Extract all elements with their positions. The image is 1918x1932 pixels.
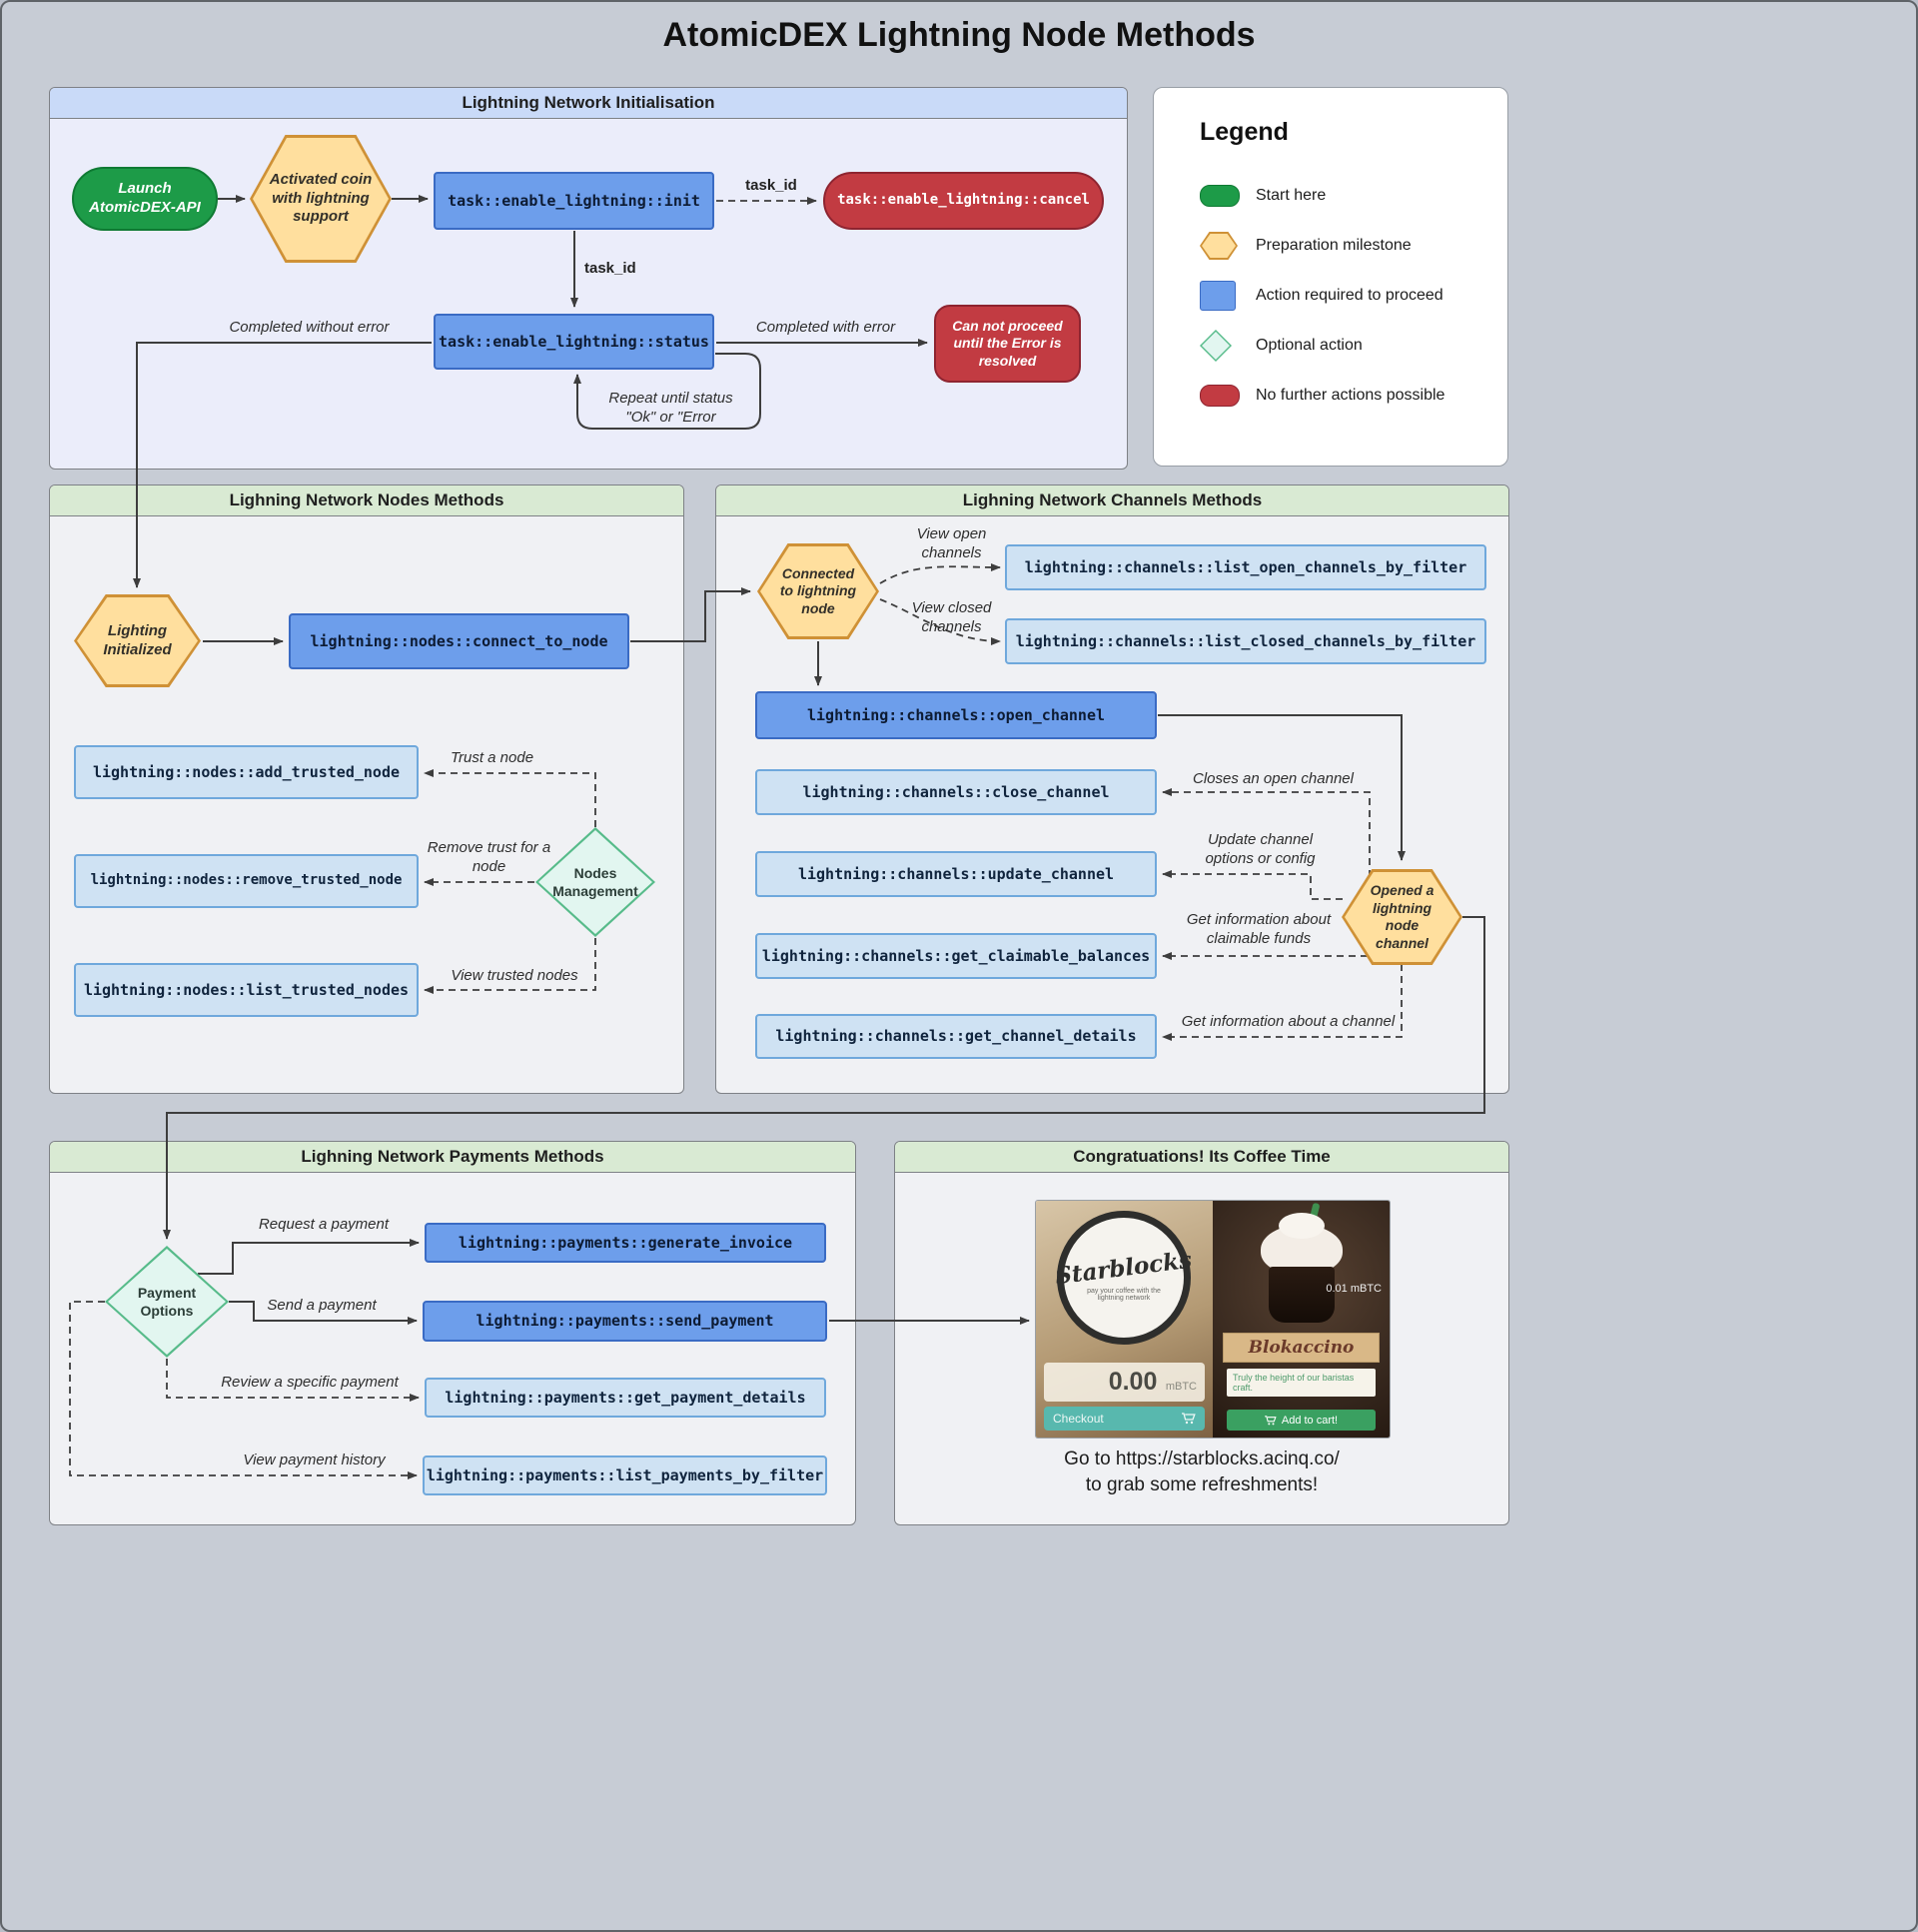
checkout-label: Checkout [1053, 1412, 1104, 1426]
node-remove-trusted-node: lightning::nodes::remove_trusted_node [74, 854, 419, 908]
item-price: 0.01 mBTC [1326, 1283, 1382, 1295]
node-add-trusted-node: lightning::nodes::add_trusted_node [74, 745, 419, 799]
edge-label-closes-open: Closes an open channel [1193, 770, 1354, 787]
edge-label-channel-info: Get information about a channel [1181, 1013, 1396, 1030]
edge-label-update-options: Update channel options or config [1205, 831, 1316, 867]
panel-initialisation-header: Lightning Network Initialisation [50, 88, 1127, 119]
edge-label-review-payment: Review a specific payment [221, 1374, 399, 1391]
blokaccino-item-panel: 0.01 mBTC Blokaccino Truly the height of… [1213, 1201, 1390, 1438]
coffee-cup-graphic [1269, 1267, 1335, 1323]
edge-label-completed-with-error: Completed with error [755, 319, 896, 336]
node-enable-lightning-cancel: task::enable_lightning::cancel [823, 172, 1104, 230]
node-launch-atomicdex-api: Launch AtomicDEX-API [72, 167, 218, 231]
edge-label-task-id-2: task_id [584, 260, 636, 277]
node-get-payment-details: lightning::payments::get_payment_details [425, 1378, 826, 1418]
edge-label-view-open: View open channels [916, 525, 987, 561]
legend-item-optional: Optional action [1200, 321, 1507, 371]
legend-item-action: Action required to proceed [1200, 271, 1507, 321]
page-title: AtomicDEX Lightning Node Methods [662, 16, 1256, 54]
node-update-channel: lightning::channels::update_channel [755, 851, 1157, 897]
edge-label-request-payment: Request a payment [258, 1216, 390, 1233]
panel-payments-header: Lighning Network Payments Methods [50, 1142, 855, 1173]
node-get-channel-details: lightning::channels::get_channel_details [755, 1014, 1157, 1059]
node-list-payments: lightning::payments::list_payments_by_fi… [423, 1455, 827, 1495]
edge-label-view-closed: View closed channels [911, 599, 992, 635]
cart-icon [1265, 1415, 1277, 1425]
node-send-payment: lightning::payments::send_payment [423, 1301, 827, 1342]
node-lighting-initialized: Lighting Initialized [74, 594, 201, 687]
edge-label-view-trusted: View trusted nodes [451, 967, 578, 984]
cart-total: 0.00 [1108, 1368, 1158, 1396]
starblocks-shop-panel: Starblocks pay your coffee with the ligh… [1036, 1201, 1213, 1438]
edge-label-repeat-until: Repeat until status "Ok" or "Error [608, 390, 733, 426]
optional-shape-icon [1200, 330, 1232, 362]
add-to-cart-button: Add to cart! [1227, 1410, 1376, 1431]
edge-label-trust-a-node: Trust a node [450, 749, 534, 766]
starblocks-link-line1: Go to https://starblocks.acinq.co/ [1064, 1449, 1340, 1469]
node-get-claimable-balances: lightning::channels::get_claimable_balan… [755, 933, 1157, 979]
starblocks-tagline: pay your coffee with the lightning netwo… [1087, 1287, 1161, 1302]
node-open-channel: lightning::channels::open_channel [755, 691, 1157, 739]
edge-label-send-payment: Send a payment [267, 1297, 377, 1314]
node-enable-lightning-status: task::enable_lightning::status [434, 314, 714, 370]
start-shape-icon [1200, 185, 1240, 207]
edge-label-claimable-info: Get information about claimable funds [1186, 911, 1332, 947]
legend-title: Legend [1200, 118, 1289, 146]
checkout-button: Checkout [1044, 1407, 1205, 1431]
legend: Legend Start here Preparation milestone … [1153, 87, 1508, 467]
starblocks-logo: Starblocks pay your coffee with the ligh… [1054, 1211, 1194, 1345]
edge-label-completed-without-error: Completed without error [229, 319, 390, 336]
terminal-shape-icon [1200, 385, 1240, 407]
node-generate-invoice: lightning::payments::generate_invoice [425, 1223, 826, 1263]
add-to-cart-label: Add to cart! [1281, 1414, 1339, 1427]
edge-label-view-history: View payment history [243, 1451, 386, 1468]
node-list-trusted-nodes: lightning::nodes::list_trusted_nodes [74, 963, 419, 1017]
node-list-closed-channels: lightning::channels::list_closed_channel… [1005, 618, 1486, 664]
panel-coffee-header: Congratuations! Its Coffee Time [895, 1142, 1508, 1173]
item-name-banner: Blokaccino [1223, 1333, 1380, 1363]
item-description: Truly the height of our baristas craft. [1227, 1369, 1376, 1397]
node-connect-to-node: lightning::nodes::connect_to_node [289, 613, 629, 669]
starblocks-brand: Starblocks [1054, 1246, 1194, 1290]
legend-item-terminal: No further actions possible [1200, 371, 1507, 421]
cart-currency: mBTC [1165, 1381, 1197, 1393]
milestone-shape-icon [1200, 232, 1238, 260]
node-list-open-channels: lightning::channels::list_open_channels_… [1005, 544, 1486, 590]
panel-channels-header: Lighning Network Channels Methods [716, 485, 1508, 516]
whipped-cream-top-graphic [1279, 1213, 1325, 1239]
starblocks-link-line2: to grab some refreshments! [1085, 1474, 1319, 1495]
action-shape-icon [1200, 281, 1236, 311]
edge-label-remove-trust: Remove trust for a node [427, 839, 551, 875]
legend-item-milestone: Preparation milestone [1200, 221, 1507, 271]
panel-nodes-header: Lighning Network Nodes Methods [50, 485, 683, 516]
node-cannot-proceed: Can not proceed until the Error is resol… [934, 305, 1081, 383]
cart-icon [1182, 1413, 1196, 1425]
node-enable-lightning-init: task::enable_lightning::init [434, 172, 714, 230]
cart-total-box: 0.00 mBTC [1044, 1363, 1205, 1402]
node-close-channel: lightning::channels::close_channel [755, 769, 1157, 815]
edge-label-task-id: task_id [745, 177, 797, 194]
starblocks-screenshot: Starblocks pay your coffee with the ligh… [1036, 1201, 1390, 1438]
legend-item-start: Start here [1200, 171, 1507, 221]
